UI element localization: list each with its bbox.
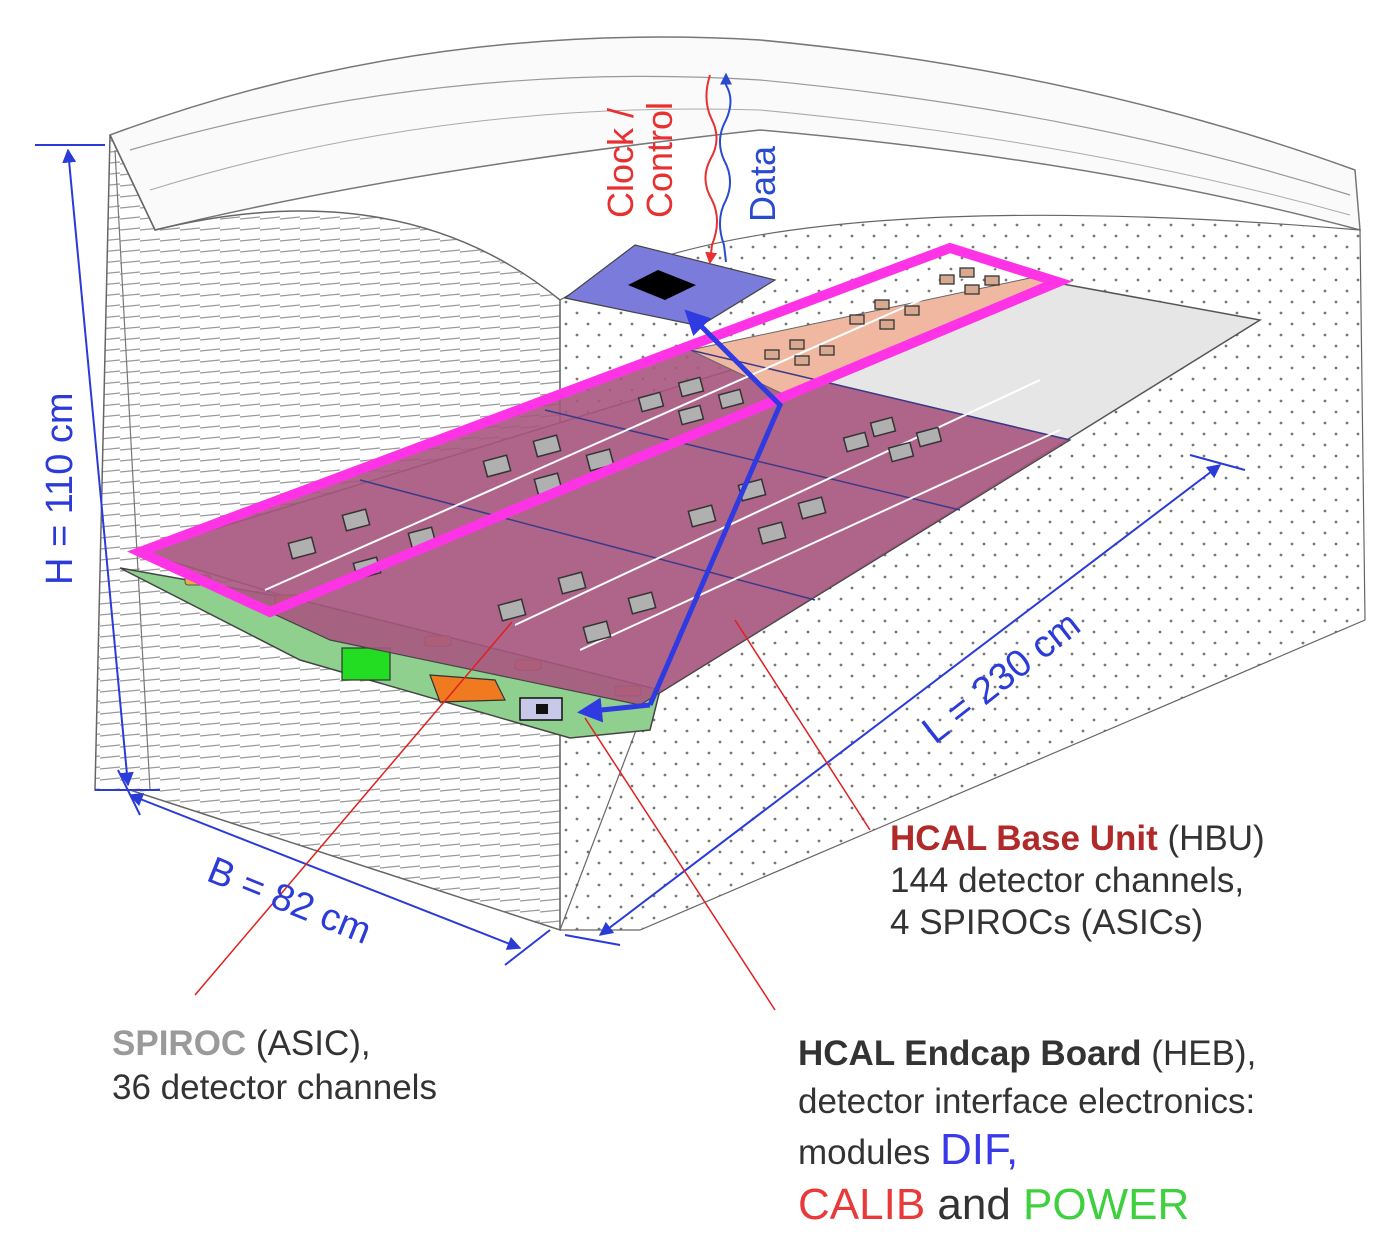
- calib-module: [429, 674, 506, 703]
- dif-label: DIF: [940, 1125, 1007, 1174]
- spiroc-channels: 36 detector channels: [112, 1068, 437, 1107]
- arch-ridge-2: [149, 108, 1351, 216]
- dif-module-chip: [536, 704, 548, 714]
- calib-label: CALIB: [798, 1180, 926, 1229]
- spiroc-name: SPIROC: [112, 1024, 247, 1063]
- width-dimension-label: B = 82 cm: [202, 849, 377, 952]
- width-dimension-line: [128, 793, 522, 950]
- height-dimension-label: H = 110 cm: [39, 392, 81, 585]
- length-dimension-line: [598, 464, 1222, 936]
- peach-asics: [764, 267, 1000, 366]
- clock-control-line: [704, 74, 718, 265]
- hbu-outline: [127, 242, 1073, 618]
- control-label: Control: [639, 102, 680, 218]
- arch-ridge-1: [129, 75, 1351, 196]
- hbu-pointer: [734, 619, 871, 831]
- data-label: Data: [742, 145, 783, 222]
- hbu-asics: 4 SPIROCs (ASICs): [890, 903, 1204, 942]
- data-signal-line: [719, 72, 732, 263]
- and-text: and: [925, 1180, 1024, 1229]
- spiroc-abbr: (ASIC),: [246, 1024, 371, 1063]
- readout-chip-core: [628, 270, 696, 300]
- hbu-channels: 144 detector channels,: [890, 861, 1245, 900]
- clock-label: Clock /: [600, 108, 641, 218]
- heb-name: HCAL Endcap Board: [798, 1034, 1142, 1073]
- pointer-lines: [194, 619, 871, 1011]
- hbu-abbr: (HBU): [1157, 819, 1265, 858]
- heb-pointer: [584, 717, 776, 1011]
- heb-description: detector interface electronics:: [798, 1082, 1256, 1121]
- hbu-name: HCAL Base Unit: [890, 819, 1158, 858]
- hbu-annotation: HCAL Base Unit (HBU) 144 detector channe…: [890, 818, 1265, 944]
- dimension-lines: [35, 144, 1246, 966]
- height-dimension-line: [62, 148, 134, 787]
- spiroc-annotation: SPIROC (ASIC), 36 detector channels: [112, 1022, 437, 1110]
- dif-comma: ,: [1006, 1125, 1019, 1174]
- heb-modules-prefix: modules: [798, 1133, 941, 1172]
- heb-annotation: HCAL Endcap Board (HEB), detector interf…: [798, 1030, 1256, 1233]
- power-module: [341, 647, 391, 681]
- spiroc-pointer: [194, 621, 513, 996]
- power-label: POWER: [1023, 1180, 1190, 1229]
- top-arch-surface: [108, 36, 1361, 232]
- heb-abbr: (HEB),: [1141, 1034, 1257, 1073]
